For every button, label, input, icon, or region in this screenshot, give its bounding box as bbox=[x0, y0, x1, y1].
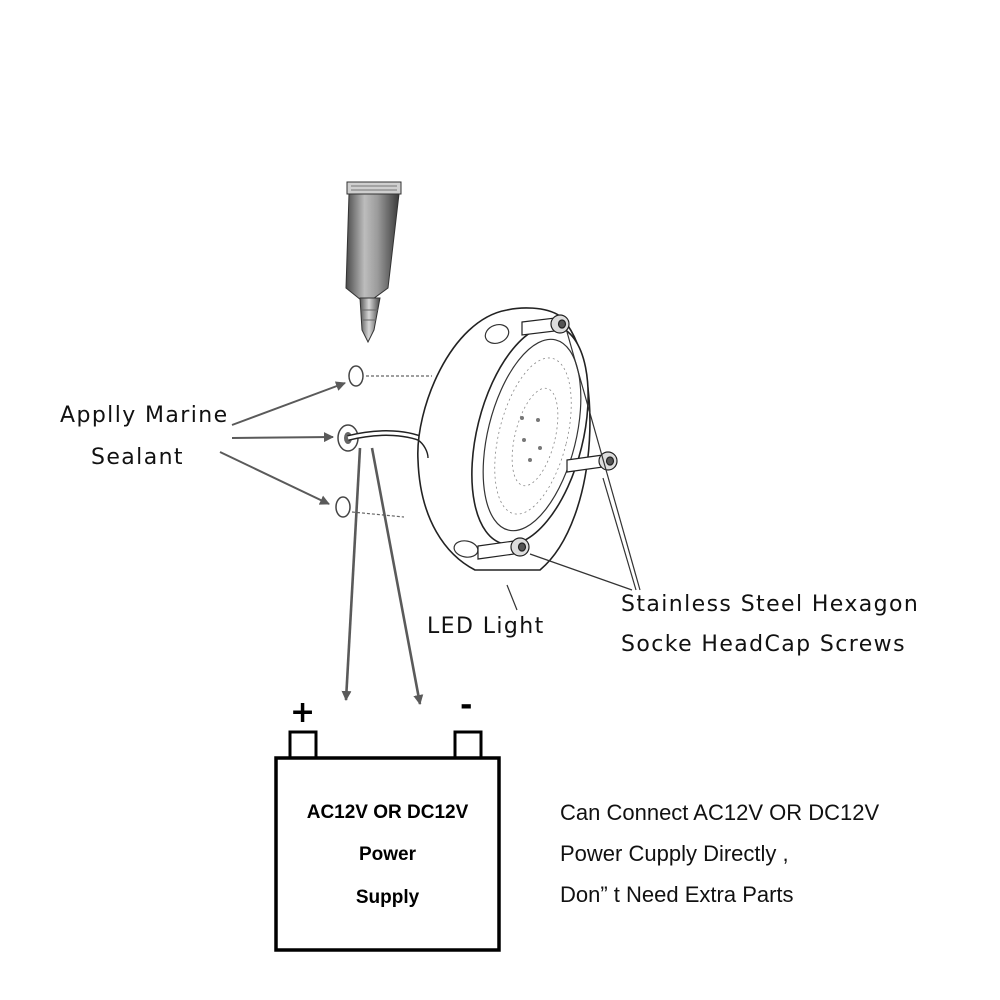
led-light-icon bbox=[417, 307, 591, 571]
note-line3: Don” t Need Extra Parts bbox=[560, 882, 794, 907]
screws-label-line2: Socke HeadCap Screws bbox=[621, 632, 906, 657]
note-line1: Can Connect AC12V OR DC12V bbox=[560, 800, 880, 825]
power-supply-voltage: AC12V OR DC12V bbox=[306, 802, 469, 823]
power-supply-label-supply: Supply bbox=[355, 887, 420, 908]
power-supply-battery bbox=[274, 730, 501, 952]
sealant-tube-icon bbox=[345, 181, 402, 344]
sealant-label-line2: Sealant bbox=[91, 445, 184, 470]
hex-socket-screw-icon bbox=[566, 451, 618, 473]
hex-socket-screw-icon bbox=[521, 314, 570, 336]
positive-terminal-sign: + bbox=[290, 695, 316, 730]
mounting-hole-bottom bbox=[335, 496, 351, 518]
screws-label-line1: Stainless Steel Hexagon bbox=[621, 592, 920, 617]
led-light-label: LED Light bbox=[427, 614, 545, 639]
hex-socket-screw-icon bbox=[477, 537, 530, 560]
mounting-hole-top bbox=[348, 365, 364, 387]
power-supply-label-power: Power bbox=[358, 844, 417, 865]
sealant-label-line1: Applly Marine bbox=[60, 403, 229, 428]
negative-terminal-sign: - bbox=[460, 688, 473, 723]
note-line2: Power Cupply Directly , bbox=[560, 841, 789, 866]
